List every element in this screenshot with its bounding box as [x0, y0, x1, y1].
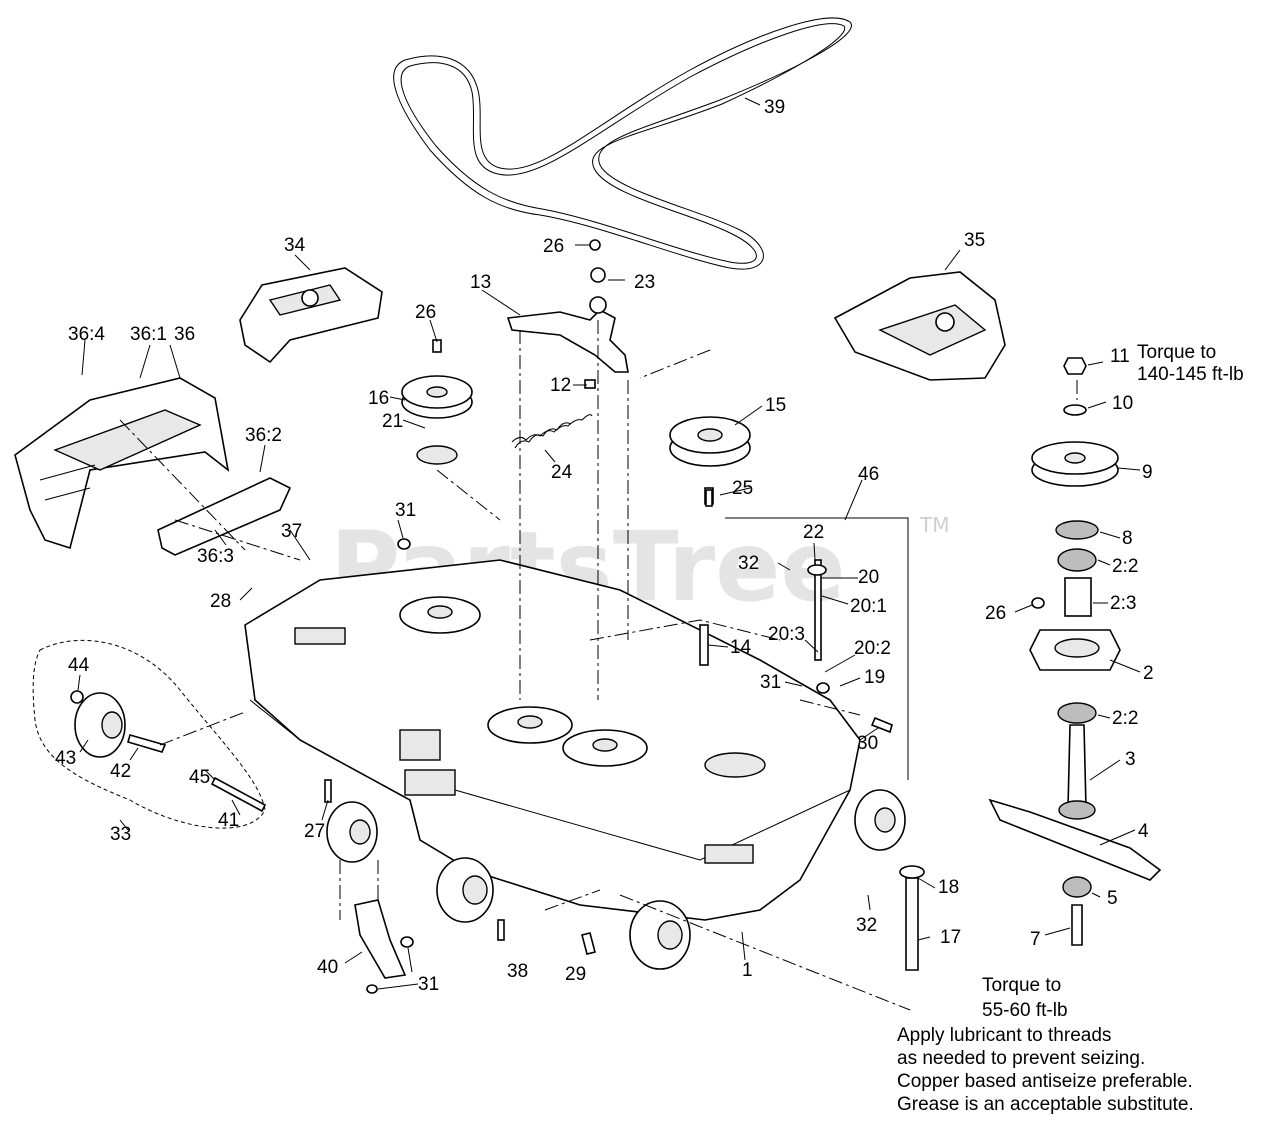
label-26-a: 26 [543, 236, 564, 257]
label-14: 14 [730, 637, 752, 658]
watermark-trademark: TM [919, 513, 949, 537]
label-25: 25 [732, 478, 753, 499]
part-labels: 39 26 23 13 34 35 36:4 36:1 36 26 12 11 … [55, 97, 1154, 995]
label-32-a: 32 [738, 553, 759, 574]
belt-cover-right [833, 271, 1006, 381]
leader-lines [77, 97, 1141, 990]
bracket-36-2 [157, 477, 292, 556]
torque-notes: Torque to 140-145 ft-lb Torque to 55-60 … [897, 342, 1244, 1115]
height-pin [899, 865, 925, 971]
label-27: 27 [304, 821, 325, 842]
label-41: 41 [218, 810, 239, 831]
label-29: 29 [565, 964, 586, 985]
label-5: 5 [1107, 888, 1118, 909]
label-3: 3 [1125, 749, 1136, 770]
idler-arm [506, 239, 629, 373]
label-35: 35 [964, 230, 985, 251]
label-7: 7 [1030, 929, 1041, 950]
label-42: 42 [110, 761, 131, 782]
instruction-line-1: Apply lubricant to threads [897, 1025, 1111, 1046]
label-9: 9 [1142, 462, 1153, 483]
label-40: 40 [317, 957, 338, 978]
label-33: 33 [110, 824, 131, 845]
label-31-b: 31 [760, 672, 781, 693]
label-11: 11 [1110, 346, 1130, 367]
label-24: 24 [551, 462, 573, 483]
label-18: 18 [938, 877, 959, 898]
label-36: 36 [174, 324, 195, 345]
label-45: 45 [189, 767, 210, 788]
label-36-1: 36:1 [130, 324, 167, 345]
label-23: 23 [634, 272, 655, 293]
label-8: 8 [1122, 528, 1133, 549]
label-39: 39 [764, 97, 785, 118]
instruction-line-2: as needed to prevent seizing. [897, 1048, 1145, 1069]
label-20-2: 20:2 [854, 638, 891, 659]
label-31-a: 31 [395, 500, 416, 521]
spindle-assembly [988, 357, 1162, 946]
label-2-3: 2:3 [1110, 593, 1136, 614]
label-28: 28 [210, 591, 231, 612]
label-19: 19 [864, 667, 885, 688]
belt-cover-left [239, 267, 383, 364]
deck-shield-36 [14, 377, 230, 550]
label-15: 15 [765, 395, 786, 416]
torque-note-bottom-line1: Torque to [982, 975, 1061, 996]
label-21: 21 [382, 411, 403, 432]
assembly-dash-lines [119, 320, 1078, 1011]
label-1: 1 [742, 960, 753, 981]
pulley-16 [401, 339, 473, 465]
label-16: 16 [368, 388, 389, 409]
label-2: 2 [1143, 663, 1154, 684]
skid-40 [354, 899, 407, 979]
label-30: 30 [857, 733, 878, 754]
label-2-2-a: 2:2 [1112, 556, 1138, 577]
label-46: 46 [858, 464, 879, 485]
torque-note-top-line1: Torque to [1137, 342, 1216, 363]
group-46-outline [725, 517, 909, 780]
label-17: 17 [940, 927, 961, 948]
label-26-c: 26 [985, 603, 1006, 624]
label-36-2: 36:2 [245, 425, 282, 446]
label-36-3: 36:3 [197, 546, 234, 567]
label-20-3: 20:3 [768, 624, 805, 645]
label-44: 44 [68, 655, 90, 676]
instruction-line-4: Grease is an acceptable substitute. [897, 1094, 1194, 1115]
label-10: 10 [1112, 393, 1133, 414]
label-20-1: 20:1 [850, 596, 887, 617]
label-13: 13 [470, 272, 491, 293]
belt [393, 17, 852, 270]
instruction-line-3: Copper based antiseize preferable. [897, 1071, 1193, 1092]
torque-note-bottom-line2: 55-60 ft-lb [982, 1000, 1068, 1021]
deck-wheels [326, 789, 906, 970]
label-32-b: 32 [856, 915, 877, 936]
label-12: 12 [550, 375, 571, 396]
label-36-4: 36:4 [68, 324, 105, 345]
spring [511, 414, 593, 449]
label-37: 37 [281, 521, 302, 542]
small-hardware [324, 379, 1045, 994]
label-2-2-b: 2:2 [1112, 708, 1138, 729]
label-38: 38 [507, 961, 528, 982]
label-31-c: 31 [418, 974, 439, 995]
label-4: 4 [1138, 821, 1149, 842]
label-22: 22 [803, 522, 824, 543]
label-43: 43 [55, 748, 76, 769]
label-20: 20 [858, 567, 879, 588]
torque-note-top-line2: 140-145 ft-lb [1137, 364, 1244, 385]
label-34: 34 [284, 235, 306, 256]
label-26-b: 26 [415, 302, 436, 323]
